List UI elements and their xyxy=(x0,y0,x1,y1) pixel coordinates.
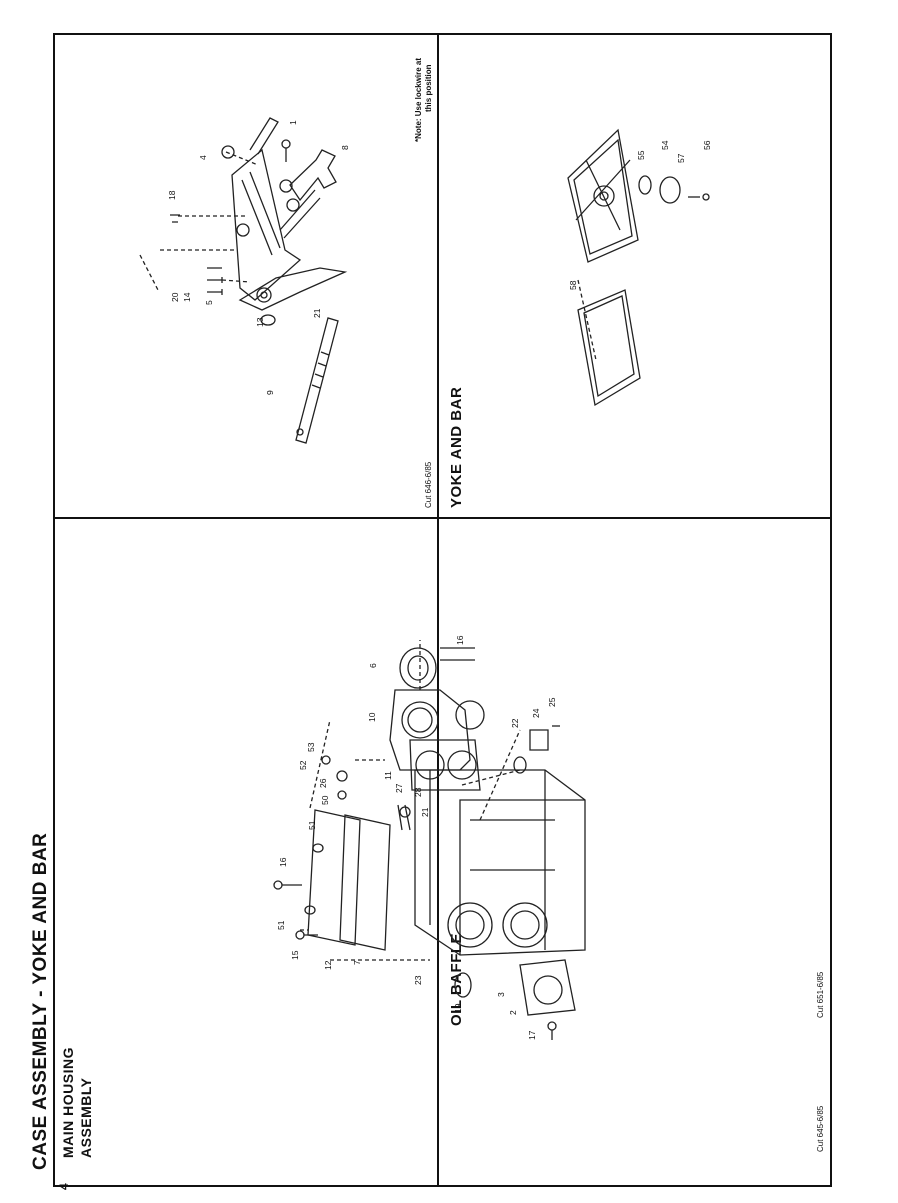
callout-housing-21: 23 xyxy=(413,975,423,985)
callout-housing-7: 7 xyxy=(352,960,362,965)
callout-housing-22: 24 xyxy=(531,708,541,718)
callout-housing-27: 27 xyxy=(394,783,404,793)
diagram-frame xyxy=(53,33,832,1187)
callout-housing-15: 16 xyxy=(455,635,465,645)
callout-housing-16-b: 15 xyxy=(290,950,300,960)
callout-housing-52: 52 xyxy=(298,760,308,770)
callout-housing-28: 28 xyxy=(413,787,423,797)
callout-housing-17: 17 xyxy=(527,1030,537,1040)
callout-housing-2: 2 xyxy=(508,1010,518,1015)
callout-housing-53: 53 xyxy=(306,742,316,752)
callout-housing-50: 50 xyxy=(320,795,330,805)
callout-housing-10: 10 xyxy=(367,712,377,722)
callout-housing-11: 11 xyxy=(383,771,393,780)
callout-housing-12: 12 xyxy=(323,960,333,970)
section-divider-vertical xyxy=(437,33,439,1185)
callout-housing-51-a: 51 xyxy=(307,820,317,830)
section-divider-horizontal xyxy=(53,517,830,519)
callout-housing-26: 21 xyxy=(420,807,430,817)
callout-housing-25: 19 xyxy=(453,1003,463,1013)
callout-housing-24: 26 xyxy=(318,778,328,788)
callout-housing-51-b: 51 xyxy=(276,920,286,930)
callout-housing-3: 3 xyxy=(496,992,506,997)
callout-housing-16-a: 16 xyxy=(278,857,288,867)
callout-housing-6: 6 xyxy=(368,663,378,668)
callout-housing-23: 25 xyxy=(547,697,557,707)
callout-housing-19: 22 xyxy=(510,718,520,728)
